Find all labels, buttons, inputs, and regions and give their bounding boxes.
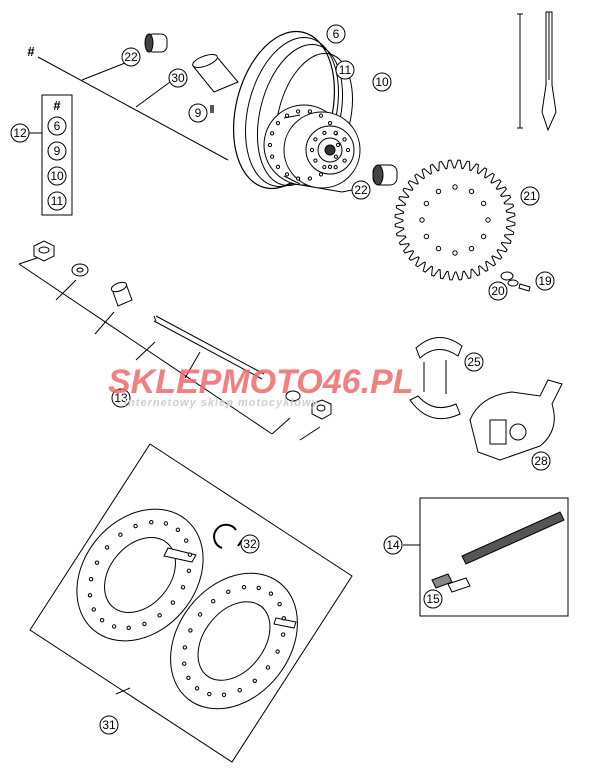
svg-text:6: 6 xyxy=(333,27,340,41)
spacer-tube xyxy=(192,54,239,93)
callout-14: 14 xyxy=(383,535,403,555)
callout-22-top: 22 xyxy=(121,47,141,67)
legend-item-6: 6 xyxy=(47,116,67,136)
rim-tape-box xyxy=(29,443,353,763)
svg-text:9: 9 xyxy=(54,144,61,158)
axle-nut-right xyxy=(311,399,332,420)
callout-11: 11 xyxy=(335,60,355,80)
svg-text:6: 6 xyxy=(54,119,61,133)
sprocket-holes xyxy=(419,184,491,256)
svg-text:10: 10 xyxy=(375,75,389,89)
tool-rod xyxy=(517,11,557,132)
svg-text:14: 14 xyxy=(386,538,400,552)
watermark: SKLEPMOTO46.PL internetowy sklep motocyk… xyxy=(108,363,413,409)
svg-text:10: 10 xyxy=(50,169,64,183)
watermark-tagline: internetowy sklep motocyklowy xyxy=(124,397,319,409)
screw-small xyxy=(210,105,214,113)
rim-tape-holes xyxy=(87,520,286,697)
svg-text:19: 19 xyxy=(538,274,552,288)
svg-text:15: 15 xyxy=(426,592,440,606)
callout-10: 10 xyxy=(372,72,392,92)
washer-right xyxy=(285,390,301,402)
svg-text:32: 32 xyxy=(243,537,257,551)
bearing-top xyxy=(144,33,168,53)
svg-text:22: 22 xyxy=(354,183,368,197)
legend-item-11: 11 xyxy=(47,191,67,211)
rim-tape-disc-upper xyxy=(76,508,204,642)
legend-box: # 6 9 10 11 12 xyxy=(10,94,73,216)
spacer-left xyxy=(110,281,133,307)
legend-hash: # xyxy=(53,98,61,113)
svg-text:31: 31 xyxy=(102,718,116,732)
callout-30: 30 xyxy=(168,68,188,88)
sprocket-bolt xyxy=(500,271,531,292)
callout-22-lower: 22 xyxy=(351,180,371,200)
callout-25: 25 xyxy=(464,352,484,372)
svg-text:9: 9 xyxy=(195,106,202,120)
axle-nut-left xyxy=(33,240,55,262)
callout-28: 28 xyxy=(531,451,551,471)
callout-15: 15 xyxy=(423,589,443,609)
callout-12: 12 xyxy=(10,123,30,143)
axle-rod xyxy=(153,315,265,380)
washer-left xyxy=(71,263,89,277)
svg-text:11: 11 xyxy=(51,194,64,208)
callout-9: 9 xyxy=(188,103,208,123)
svg-text:22: 22 xyxy=(124,50,138,64)
watermark-brand: SKLEPMOTO46.PL xyxy=(108,363,413,401)
svg-text:21: 21 xyxy=(523,189,537,203)
callout-21: 21 xyxy=(520,186,540,206)
callout-13: 13 xyxy=(111,388,131,408)
svg-text:13: 13 xyxy=(114,391,128,405)
chain-link xyxy=(431,573,471,593)
callout-19: 19 xyxy=(535,271,555,291)
circlip xyxy=(213,523,243,549)
svg-text:25: 25 xyxy=(467,355,481,369)
wheel-hub xyxy=(263,104,361,189)
sprocket-teeth xyxy=(394,159,516,281)
hub-holes xyxy=(267,109,351,181)
svg-text:11: 11 xyxy=(339,63,352,77)
legend-item-9: 9 xyxy=(47,141,67,161)
svg-text:30: 30 xyxy=(171,71,185,85)
brake-plate xyxy=(469,379,563,461)
callout-32: 32 xyxy=(240,534,260,554)
callout-31: 31 xyxy=(99,715,119,735)
rim-tape-disc-lower xyxy=(170,572,298,710)
svg-text:20: 20 xyxy=(491,284,505,298)
chain xyxy=(461,511,565,565)
svg-text:12: 12 xyxy=(13,126,27,140)
callouts: 22 30 9 6 11 10 22 21 19 20 25 13 28 32 … xyxy=(99,24,555,735)
bearing-lower xyxy=(372,164,398,186)
callout-6: 6 xyxy=(326,24,346,44)
chain-box xyxy=(403,497,569,617)
svg-text:28: 28 xyxy=(534,454,548,468)
legend-item-10: 10 xyxy=(47,166,67,186)
brake-shoes xyxy=(409,337,463,420)
hash-mark: # xyxy=(27,44,35,59)
leader-lines-axle xyxy=(18,256,321,441)
callout-20: 20 xyxy=(488,281,508,301)
